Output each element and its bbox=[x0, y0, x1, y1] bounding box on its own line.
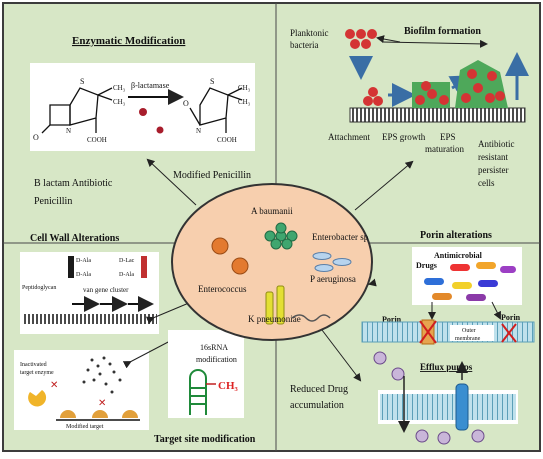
enzyme-dot-2 bbox=[156, 126, 164, 134]
porin-loss-x-b bbox=[501, 323, 517, 343]
drug-in-arrow-2 bbox=[491, 301, 501, 320]
arrow-to-target-enzyme bbox=[122, 339, 173, 369]
x-mark-icon-2: ✕ bbox=[98, 398, 106, 409]
porin-mutation-label-1: Porin bbox=[382, 315, 402, 324]
arrow-to-enzymatic bbox=[146, 158, 197, 206]
enzymatic-title: Enzymatic Modification bbox=[72, 35, 185, 47]
biofilm-title: Biofilm formation bbox=[404, 26, 481, 37]
d-ala-2: D-Ala bbox=[76, 272, 91, 278]
inactivated-label: Inactivated bbox=[20, 362, 47, 368]
struct-ch3-left-b: CH₃ bbox=[113, 98, 126, 106]
outer-membrane-label-1: Outer bbox=[462, 328, 476, 334]
persister-label-3: persister bbox=[478, 165, 509, 175]
target-enzyme-label: target enzyme bbox=[20, 370, 54, 376]
struct-ch3-right-b: CH₃ bbox=[238, 98, 251, 106]
eps-growth-label: EPS growth bbox=[382, 132, 426, 142]
enterococcus-label: Enterococcus bbox=[198, 284, 247, 294]
target-title: Target site modification bbox=[154, 434, 256, 445]
efflux-pump-icon bbox=[455, 383, 469, 431]
a-baumannii-label: A baumanii bbox=[251, 206, 293, 216]
rrna-label-1: 16sRNA bbox=[200, 343, 228, 352]
wall-chain-right bbox=[141, 256, 147, 278]
k-pneumoniae-rods-icon bbox=[265, 285, 285, 325]
persister-label-2: resistant bbox=[478, 152, 508, 162]
a-baumannii-cluster-icon bbox=[264, 222, 298, 250]
k-pneumoniae-label: K pneumoniae bbox=[248, 314, 301, 324]
modified-penicillin-label: Modified Penicillin bbox=[173, 170, 251, 181]
porin-mutation-x-b bbox=[419, 320, 437, 344]
enterobacter-rods-icon bbox=[312, 252, 352, 272]
d-ala-3: D-Ala bbox=[119, 272, 134, 278]
modified-target-label: Modified target bbox=[66, 423, 104, 430]
struct-ch3-right-a: CH₃ bbox=[238, 84, 251, 92]
attached-bacteria bbox=[363, 87, 383, 106]
struct-s-left: S bbox=[80, 77, 84, 86]
planktonic-bacteria bbox=[345, 29, 377, 49]
pathogen-ellipse bbox=[171, 183, 373, 341]
penicillin-structure-right bbox=[189, 87, 243, 133]
drugs-label-1: Antimicrobial bbox=[434, 251, 483, 260]
drugs-label-2: Drugs bbox=[416, 261, 437, 270]
reduced-drug-label-2: accumulation bbox=[290, 400, 344, 411]
eps-growth-cluster bbox=[412, 81, 450, 108]
outer-membrane-label-2: membrane bbox=[455, 336, 481, 342]
efflux-title: Efflux pumps bbox=[420, 362, 473, 372]
drug-particles bbox=[82, 356, 122, 394]
persister-label-4: cells bbox=[478, 178, 495, 188]
penicillin-structure-box bbox=[30, 63, 255, 151]
cell-wall-title: Cell Wall Alterations bbox=[30, 233, 119, 244]
peptidoglycan-layer bbox=[22, 314, 157, 324]
struct-ch3-left-a: CH₃ bbox=[113, 84, 126, 92]
efflux-drug-circles-bottom bbox=[415, 429, 485, 445]
beta-lactam-label-1: B lactam Antibiotic bbox=[34, 178, 113, 189]
rrna-hairpin-icon bbox=[189, 369, 207, 415]
arrow-to-efflux bbox=[321, 329, 362, 382]
peptidoglycan-label: Peptidoglycan bbox=[22, 285, 56, 291]
beta-lactam-label-2: Penicillin bbox=[34, 196, 72, 207]
struct-o-right: O bbox=[183, 99, 189, 108]
planktonic-label-2: bacteria bbox=[290, 40, 318, 50]
eps-maturation-label-1: EPS bbox=[440, 132, 456, 142]
x-mark-icon-1: ✕ bbox=[50, 380, 58, 391]
biofilm-surface bbox=[349, 107, 526, 123]
enterococcus-diplococci-icon bbox=[211, 237, 249, 275]
porin-title: Porin alterations bbox=[420, 230, 492, 241]
rrna-label-2: modification bbox=[196, 355, 237, 364]
modified-target-icons bbox=[60, 410, 138, 418]
van-gene-cluster-label: van gene cluster bbox=[83, 286, 129, 294]
enterobacter-label: Enterobacter sp bbox=[312, 232, 369, 242]
inactivated-enzyme-icon bbox=[28, 390, 47, 407]
reduced-drug-label-1: Reduced Drug bbox=[290, 384, 348, 395]
d-ala-1: D-Ala bbox=[76, 258, 91, 264]
d-lac-label: D-Lac bbox=[119, 258, 135, 264]
cell-membrane bbox=[380, 394, 516, 420]
planktonic-label-1: Planktonic bbox=[290, 28, 329, 38]
outer-membrane-label-bg bbox=[450, 325, 494, 341]
persister-label-1: Antibiotic bbox=[478, 139, 515, 149]
biofilm-title-arrow-back bbox=[376, 35, 401, 44]
porin-loss-label-1: Porin bbox=[501, 313, 521, 322]
efflux-drug-circles-top bbox=[373, 351, 405, 381]
attachment-label: Attachment bbox=[328, 132, 370, 142]
methyl-label: CH₃ bbox=[218, 380, 239, 392]
wall-chain-left bbox=[68, 256, 74, 278]
struct-cooh-right: COOH bbox=[217, 136, 237, 144]
beta-lactamase-label: β-lactamase bbox=[131, 81, 170, 90]
struct-n-left: N bbox=[66, 127, 71, 135]
p-aeruginosa-flagella-icon bbox=[291, 314, 331, 322]
struct-s-right: S bbox=[210, 77, 214, 86]
eps-maturation-label-2: maturation bbox=[425, 144, 464, 154]
struct-n-right: N bbox=[196, 127, 201, 135]
p-aeruginosa-label: P aeruginosa bbox=[310, 274, 356, 284]
penicillin-structure-left bbox=[41, 87, 113, 134]
struct-cooh-left: COOH bbox=[87, 136, 107, 144]
enzyme-dot-1 bbox=[139, 108, 147, 116]
drug-pills-icon bbox=[424, 262, 516, 301]
eps-mature-cluster bbox=[455, 60, 508, 108]
struct-o-left: O bbox=[33, 133, 39, 142]
arrow-to-biofilm bbox=[354, 160, 414, 211]
